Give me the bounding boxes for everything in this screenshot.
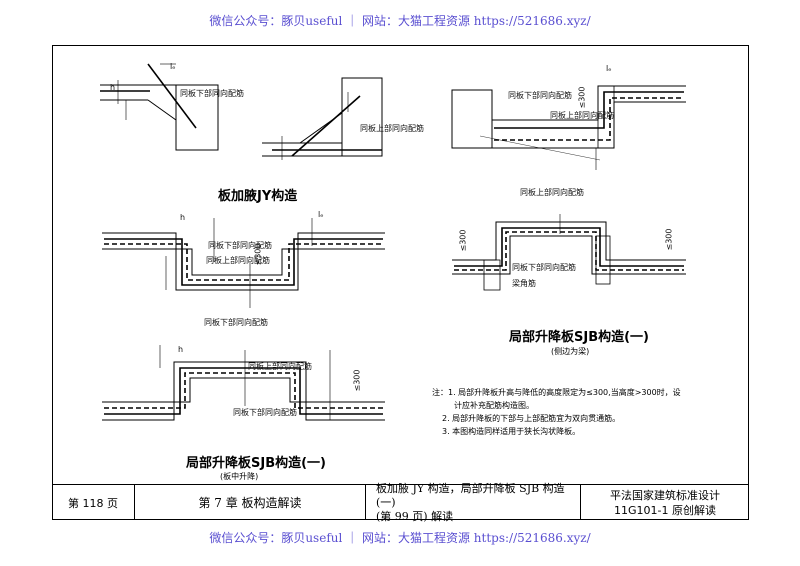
jy-detail-1 <box>100 63 219 151</box>
label-upper-rebar: 同板上部同向配筋 <box>520 188 584 197</box>
dim-le: lₑ <box>606 64 612 73</box>
dim-h: h <box>110 83 116 92</box>
drawing-description: 板加腋 JY 构造，局部升降板 SJB 构造(一) (第 99 页) 解读 <box>366 481 581 523</box>
standard-info: 平法国家建筑标准设计 11G101-1 原创解读 <box>581 485 749 520</box>
sjb-beam-upper <box>451 85 686 170</box>
dim-le: lₑ <box>170 62 176 71</box>
dim-limit-300: ≤300 <box>577 86 587 109</box>
figure-subtitle-sjb-mid: (板中升降) <box>220 472 259 481</box>
note-1-cont: 计应补充配筋构造图。 <box>454 401 534 410</box>
label-lower-rebar: 同板下部同向配筋 <box>204 318 268 327</box>
sjb-mid-upper <box>102 218 385 308</box>
figure-title-jy: 板加腋JY构造 <box>218 189 298 204</box>
dim-limit-300: ≤300 <box>664 228 674 251</box>
label-lower-rebar: 同板下部同向配筋 <box>180 89 244 98</box>
title-block: 第 118 页 第 7 章 板构造解读 板加腋 JY 构造，局部升降板 SJB … <box>52 481 749 523</box>
dim-le: lₑ <box>318 210 324 219</box>
label-upper-rebar: 同板上部同向配筋 <box>206 256 270 265</box>
label-corner-bar: 梁角筋 <box>512 279 536 288</box>
label-upper-rebar: 同板上部同向配筋 <box>248 362 312 371</box>
note-3: 3. 本图构造同样适用于狭长沟状降板。 <box>442 427 581 436</box>
dim-limit-300: ≤300 <box>352 369 362 392</box>
dim-limit-300: ≤300 <box>458 229 468 252</box>
label-upper-rebar: 同板上部同向配筋 <box>360 124 424 133</box>
note-1: 注：1. 局部升降板升高与降低的高度限定为≤300,当高度>300时，设 <box>432 388 681 397</box>
figure-title-sjb-beam: 局部升降板SJB构造(一) <box>509 330 649 345</box>
label-upper-rebar: 同板上部同向配筋 <box>550 111 614 120</box>
note-2: 2. 局部升降板的下部与上部配筋宜为双向贯通筋。 <box>442 414 621 423</box>
dim-h: h <box>180 213 186 222</box>
dim-limit-300: ≤300 <box>253 243 263 266</box>
notes-block: 注：1. 局部升降板升高与降低的高度限定为≤300,当高度>300时，设 计应补… <box>432 386 681 438</box>
chapter-title: 第 7 章 板构造解读 <box>135 485 366 520</box>
drawing-sheet <box>52 45 749 520</box>
standard-line-2: 11G101-1 原创解读 <box>614 503 716 517</box>
label-lower-rebar: 同板下部同向配筋 <box>508 91 572 100</box>
label-lower-rebar: 同板下部同向配筋 <box>512 263 576 272</box>
watermark-bottom: 微信公众号：豚贝useful ｜ 网站：大猫工程资源 https://52168… <box>209 531 591 545</box>
sjb-mid-lower <box>102 345 385 421</box>
standard-line-1: 平法国家建筑标准设计 <box>610 488 720 502</box>
description-line-1: 板加腋 JY 构造，局部升降板 SJB 构造(一) <box>376 481 565 509</box>
watermark-top: 微信公众号：豚贝useful ｜ 网站：大猫工程资源 https://52168… <box>209 14 591 28</box>
jy-detail-2 <box>262 77 383 160</box>
label-lower-rebar: 同板下部同向配筋 <box>233 408 297 417</box>
label-lower-rebar: 同板下部同向配筋 <box>208 241 272 250</box>
figure-subtitle-sjb-beam: (侧边为梁) <box>551 347 590 356</box>
page-number: 第 118 页 <box>52 485 135 520</box>
figure-title-sjb-mid: 局部升降板SJB构造(一) <box>186 456 326 471</box>
sjb-beam-lower <box>452 214 686 291</box>
dim-h: h <box>178 345 184 354</box>
description-line-2: (第 99 页) 解读 <box>376 509 454 523</box>
